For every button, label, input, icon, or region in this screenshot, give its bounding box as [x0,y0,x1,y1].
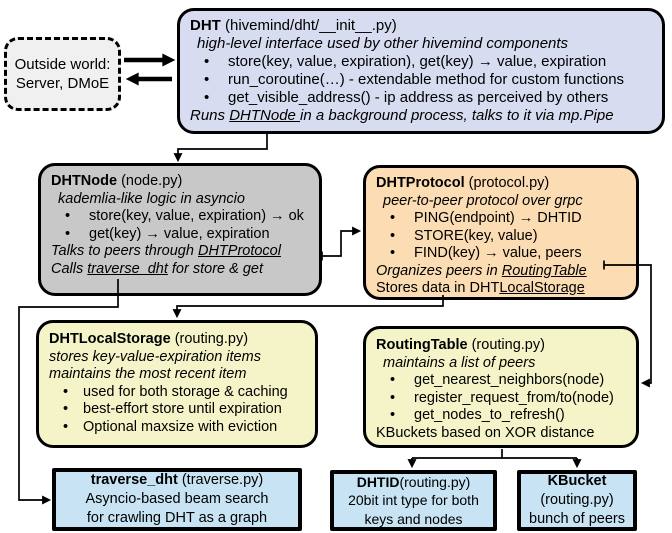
traverse-dht-title-line: traverse_dht (traverse.py) [91,471,263,490]
arrow-dhtnode-to-dhtprotocol [322,226,362,257]
traverse-dht-line2: Asyncio-based beam search [85,491,269,507]
dht-footer: Runs DHTNode in a background process, ta… [190,107,654,125]
dht-node-content: DHTNode (node.py) kademlia-like logic in… [41,166,319,278]
outside-world-line1: Outside world: [14,56,111,73]
dhtid-file: (routing.py) [399,473,471,490]
dht-node-traverse-ref: traverse_dht [87,260,168,277]
dht-node-subtitle: kademlia-like logic in asyncio [58,190,245,207]
routing-table-bullet-refresh: get_nodes_to_refresh() [376,407,628,425]
dht-protocol-file: (protocol.py) [464,175,550,191]
dht-bullet-run-coroutine: run_coroutine(…) - extendable method for… [190,71,654,89]
dht-file: (hivemind/dht/__init__.py) [220,17,397,34]
routing-table-note: KBuckets based on XOR distance [376,424,595,441]
dht-protocol-note1: Organizes peers in RoutingTable [376,263,628,281]
kbucket-line3: bunch of peers [529,511,625,527]
dht-node-note1-pre: Talks to peers through [51,243,198,259]
traverse-dht-box: traverse_dht (traverse.py) Asyncio-based… [52,468,302,531]
dht-local-storage-bullet-maxsize: Optional maxsize with eviction [49,419,307,437]
dht-node-title-line: DHTNode (node.py) [51,173,311,191]
dht-local-storage-subtitle2: maintains the most recent item [49,366,247,382]
routing-table-bullet-nearest: get_nearest_neighbors(node) [376,372,628,390]
dht-protocol-subtitle: peer-to-peer protocol over grpc [383,192,583,209]
outside-world-line2: Server, DMoE [15,75,110,92]
dhtid-line3: keys and nodes [364,510,463,527]
dht-local-storage-content: DHTLocalStorage (routing.py) stores key-… [39,323,315,436]
dht-local-storage-subtitle1: stores key-value-expiration items [49,348,261,365]
dht-protocol-bullet-store: STORE(key, value) [376,228,628,246]
routing-table-title-line: RoutingTable (routing.py) [376,337,628,355]
dht-bullet-get-visible-address: get_visible_address() - ip address as pe… [190,89,654,107]
arrow-dht-to-dhtnode [173,134,268,163]
dht-node-note2-pre: Calls [51,260,88,277]
routing-table-file: (routing.py) [467,337,545,353]
dht-node-title: DHTNode [51,173,118,189]
dht-subtitle: high-level interface used by other hivem… [197,35,569,52]
dht-protocol-note2-pre: Stores data in DHT [376,280,500,296]
routing-table-content: RoutingTable (routing.py) maintains a li… [366,329,636,442]
routing-table-bullet-register: register_request_from/to(node) [376,390,628,408]
kbucket-title: KBucket [547,473,607,489]
dhtid-title: DHTID [356,473,400,490]
dht-protocol-note2: Stores data in DHTLocalStorage [376,280,628,298]
connector-routingtable-split [412,449,577,459]
dht-local-storage-bullet-best-effort: best-effort store until expiration [49,401,307,419]
dht-box-content: DHT (hivemind/dht/__init__.py) high-leve… [180,11,662,125]
dht-node-protocol-ref: DHTProtocol [197,243,281,259]
dht-node-note2-post: for store & get [167,260,263,277]
outside-world-box: Outside world: Server, DMoE [4,37,121,111]
traverse-dht-file: (traverse.py) [177,472,264,488]
dht-node-bullet-store: store(key, value, expiration) → ok [51,208,311,226]
dht-box: DHT (hivemind/dht/__init__.py) high-leve… [177,8,665,134]
kbucket-file: (routing.py) [540,492,614,508]
dht-protocol-bullet-ping: PING(endpoint) → DHTID [376,210,628,228]
dht-local-storage-bullet-used: used for both storage & caching [49,384,307,402]
dht-footer-pre: Runs [190,107,230,124]
dht-node-note1: Talks to peers through DHTProtocol [51,243,311,261]
dht-node-file: (node.py) [117,173,183,189]
dht-protocol-note1-pre: Organizes peers in [376,262,502,279]
dht-local-storage-title-line: DHTLocalStorage (routing.py) [49,331,307,349]
dht-footer-post: in a background process, talks to it via… [300,107,614,124]
dht-title-line: DHT (hivemind/dht/__init__.py) [190,17,654,35]
dht-footer-dhtnode-ref: DHTNode [229,107,301,124]
dht-protocol-routingtable-ref: RoutingTable [501,262,587,279]
dht-local-storage-title: DHTLocalStorage [49,331,171,347]
traverse-dht-line3: for crawling DHT as a graph [86,510,268,526]
dht-title: DHT [190,17,221,34]
routing-table-title: RoutingTable [376,337,468,353]
dht-local-storage-file: (routing.py) [170,331,249,347]
traverse-dht-title: traverse_dht [90,472,178,488]
dht-protocol-title-line: DHTProtocol (protocol.py) [376,175,628,193]
dht-node-note2: Calls traverse_dht for store & get [51,261,311,279]
routing-table-subtitle: maintains a list of peers [383,354,536,371]
dht-protocol-localstorage-ref: LocalStorage [499,280,585,296]
dht-protocol-content: DHTProtocol (protocol.py) peer-to-peer p… [366,168,636,298]
dht-node-box: DHTNode (node.py) kademlia-like logic in… [38,163,322,296]
dht-protocol-title: DHTProtocol [376,175,465,191]
dht-node-bullet-get: get(key) → value, expiration [51,226,311,244]
dhtid-title-line: DHTID(routing.py) [357,473,471,492]
kbucket-box: KBucket (routing.py) bunch of peers [517,470,637,531]
dhtid-box: DHTID(routing.py) 20bit int type for bot… [330,470,497,531]
routing-table-box: RoutingTable (routing.py) maintains a li… [363,326,639,448]
dht-bullet-store: store(key, value, expiration), get(key) … [190,53,654,71]
dht-protocol-box: DHTProtocol (protocol.py) peer-to-peer p… [363,165,639,300]
dht-protocol-bullet-find: FIND(key) → value, peers [376,245,628,263]
dht-local-storage-box: DHTLocalStorage (routing.py) stores key-… [36,320,318,448]
dhtid-line2: 20bit int type for both [348,492,479,509]
